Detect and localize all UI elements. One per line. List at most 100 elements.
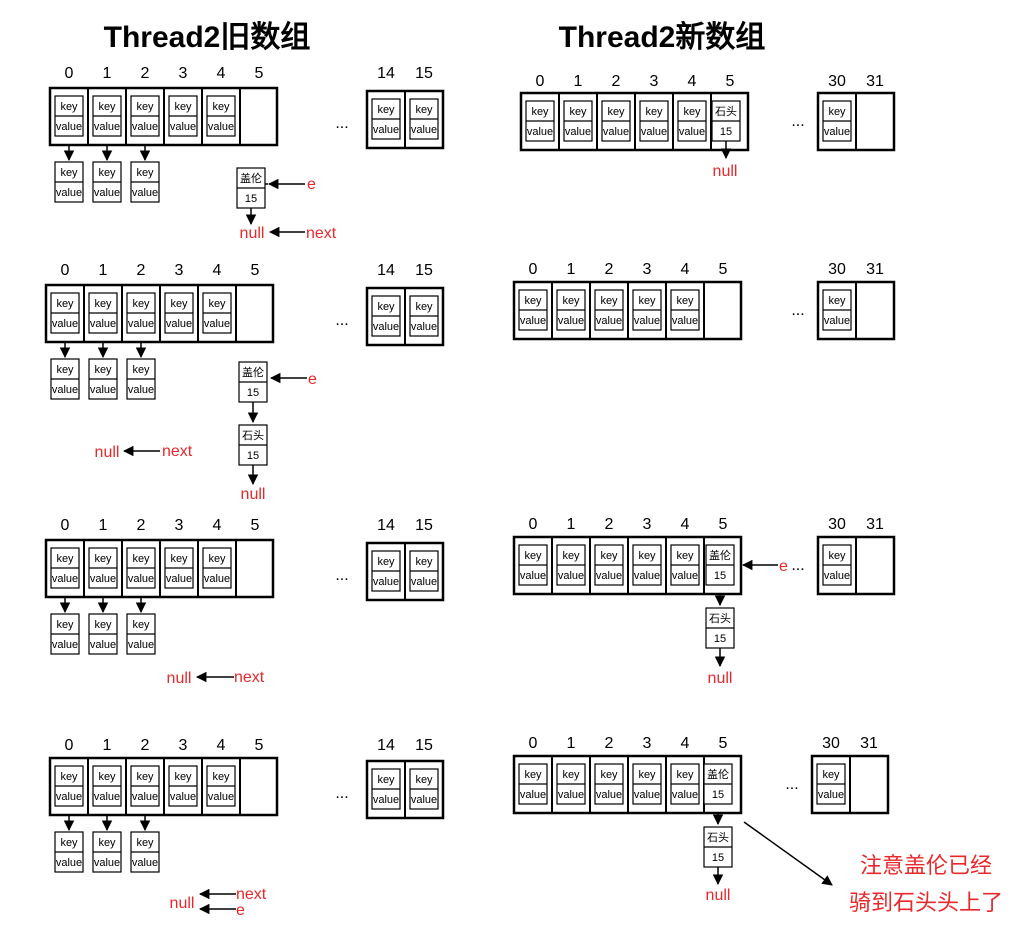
new-array-1-slot-3-entry-value: value (641, 126, 667, 138)
old-array-4-chain-entry-2-key: key (136, 837, 154, 849)
old-array-2-tail-entry-b-key: key (415, 301, 433, 313)
old-array-4-index-0: 0 (65, 737, 74, 754)
old-array-1-chain-entry-2-key: key (136, 167, 154, 179)
old-array-2-index-1: 1 (99, 262, 108, 279)
new-array-3-slot-2-entry-key: key (600, 550, 618, 562)
new-array-4-slot-3-entry-key: key (638, 769, 656, 781)
new-array-1-slot-2-entry-value: value (603, 126, 629, 138)
new-array-4-tail-entry-a-key: key (822, 769, 840, 781)
old-array-1-tail-entry-b-key: key (415, 104, 433, 116)
new-array-1-slot-0-entry-value: value (527, 126, 553, 138)
new-array-4-slot-0-entry-value: value (520, 789, 546, 801)
old-array-1-tail-entry-b-value: value (411, 124, 437, 136)
old-array-1-slot-1-entry-value: value (94, 121, 120, 133)
old2-e-label: e (308, 371, 317, 388)
new-array-4-index-0: 0 (529, 735, 538, 752)
new-array-3-slot-3-entry-key: key (638, 550, 656, 562)
old-array-4-slot-0-entry-key: key (60, 771, 78, 783)
old-array-title: Thread2旧数组 (104, 20, 311, 54)
new-array-2-slot-2-entry-value: value (596, 315, 622, 327)
old-array-4-index-4: 4 (217, 737, 226, 754)
new-array-1-slot-1-entry-key: key (569, 106, 587, 118)
new-array-1-index-0: 0 (536, 73, 545, 90)
new-array-4-slot-2-entry-value: value (596, 789, 622, 801)
old-array-1-index-1: 1 (103, 65, 112, 82)
old-array-3-tail-entry-b-key: key (415, 556, 433, 568)
old-array-4-tail-entry-a-key: key (377, 774, 395, 786)
old3-next-label: next (234, 669, 265, 686)
old-array-1-index-tail-a: 14 (377, 65, 395, 82)
old-array-3-index-4: 4 (213, 517, 222, 534)
old-array-4-index-tail-a: 14 (377, 737, 395, 754)
new-array-4-index-tail-a: 30 (822, 735, 840, 752)
new-array-1-index-5: 5 (726, 73, 735, 90)
new-array-1-slot-0-entry-key: key (531, 106, 549, 118)
new-array-4-tail-entry-a-value: value (818, 789, 844, 801)
old-array-2-slot-1-entry-key: key (94, 298, 112, 310)
new-array-4-slot-0-entry-key: key (524, 769, 542, 781)
old-array-4-index-1: 1 (103, 737, 112, 754)
new-array-2-index-5: 5 (719, 261, 728, 278)
old-array-4-chain-entry-2-value: value (132, 857, 158, 869)
new-array-3-index-0: 0 (529, 516, 538, 533)
new-array-1-index-1: 1 (574, 73, 583, 90)
new-array-2-slot-3-entry-value: value (634, 315, 660, 327)
old2-null: null (241, 486, 266, 503)
new-array-3-slot-1-entry-value: value (558, 570, 584, 582)
old-array-1-ellipsis: ... (335, 115, 348, 132)
new-array-3-index-tail-a: 30 (828, 516, 846, 533)
old-array-2-slot-4-entry-value: value (204, 318, 230, 330)
old-array-3-chain-entry-1-value: value (90, 639, 116, 651)
old-array-3-slot-0-entry-value: value (52, 573, 78, 585)
new-array-2-ellipsis: ... (791, 302, 804, 319)
old-array-3-index-5: 5 (251, 517, 260, 534)
old4-null: null (170, 895, 195, 912)
old2-null-left: null (95, 444, 120, 461)
old2-next-label: next (162, 443, 193, 460)
old-array-2-chain-entry-2-value: value (128, 384, 154, 396)
old2-node-gailun-hash: 15 (247, 387, 259, 399)
old-array-3-chain-entry-0-key: key (56, 619, 74, 631)
new-array-2-tail-entry-a-value: value (824, 315, 850, 327)
old-array-3-index-0: 0 (61, 517, 70, 534)
old-array-2-slot-4-entry-key: key (208, 298, 226, 310)
new-array-2-index-3: 3 (643, 261, 652, 278)
new-array-4-slot-4-entry-key: key (676, 769, 694, 781)
new-array-3-index-5: 5 (719, 516, 728, 533)
old4-e-label: e (236, 902, 245, 919)
old-array-2-index-4: 4 (213, 262, 222, 279)
old-array-1-slot-4-entry-value: value (208, 121, 234, 133)
old-array-2-chain-entry-1-key: key (94, 364, 112, 376)
new-array-2-slot-4-entry-value: value (672, 315, 698, 327)
new-array-4-index-4: 4 (681, 735, 690, 752)
old-array-2-slot-0-entry-key: key (56, 298, 74, 310)
old-array-2-chain-entry-0-key: key (56, 364, 74, 376)
new-array-2-slot-4-entry-key: key (676, 295, 694, 307)
new1-null: null (713, 163, 738, 180)
old-array-1-chain-entry-0-key: key (60, 167, 78, 179)
old-array-4-tail-entry-b-value: value (411, 794, 437, 806)
new-array-4-slot-1-entry-key: key (562, 769, 580, 781)
old-array-1-tail-entry-a-key: key (377, 104, 395, 116)
old-array-1-slot-3-entry-value: value (170, 121, 196, 133)
old-array-1-index-3: 3 (179, 65, 188, 82)
old-array-3-index-2: 2 (137, 517, 146, 534)
old-array-4-index-tail-b: 15 (415, 737, 433, 754)
new1-node-shitou-hash: 15 (720, 126, 732, 138)
new-array-1-slot-4-entry-key: key (683, 106, 701, 118)
old-array-3-chain-entry-2-value: value (128, 639, 154, 651)
new3-null: null (708, 670, 733, 687)
old-array-1-chain-entry-1-value: value (94, 187, 120, 199)
note-arrow (743, 821, 833, 886)
old-array-4-slot-4-entry-key: key (212, 771, 230, 783)
new-array-3-tail-entry-a-value: value (824, 570, 850, 582)
old-array-3-index-1: 1 (99, 517, 108, 534)
new-array-3-index-3: 3 (643, 516, 652, 533)
old-array-1-index-2: 2 (141, 65, 150, 82)
old2-node-gailun-label: 盖伦 (242, 365, 264, 379)
new-array-4-slot-1-entry-value: value (558, 789, 584, 801)
old-array-2-index-0: 0 (61, 262, 70, 279)
new-array-4-slot-4-entry-value: value (672, 789, 698, 801)
old2-node-shitou-label: 石头 (242, 429, 264, 442)
